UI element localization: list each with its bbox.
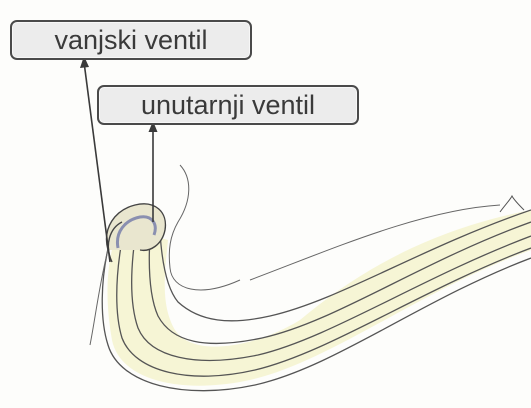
wall-contour-top <box>169 165 240 290</box>
tube-fill <box>107 210 531 386</box>
brace-mark <box>500 196 524 212</box>
outer-valve-label: vanjski ventil <box>10 20 252 60</box>
inner-valve-label: unutarnji ventil <box>97 85 359 125</box>
